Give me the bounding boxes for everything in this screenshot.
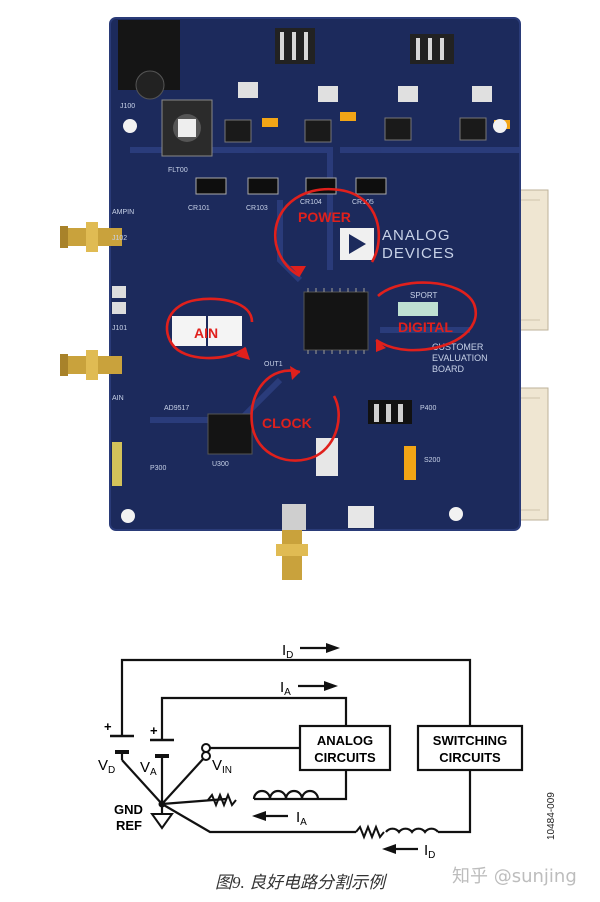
id-wire-outer <box>120 658 472 736</box>
label-gnd: GND <box>114 802 143 817</box>
annotation-clock: CLOCK <box>262 415 312 431</box>
label-id-return: ID <box>424 842 435 861</box>
power-region-loop <box>273 187 381 278</box>
ia-wire-top <box>160 696 348 740</box>
annotation-digital: DIGITAL <box>398 319 453 335</box>
label-ref: REF <box>116 818 142 833</box>
silk-u300: U300 <box>212 461 229 468</box>
silk-cr104: CR104 <box>300 199 322 206</box>
switching-box-line1: SWITCHING <box>433 733 507 748</box>
silk-ain: AIN <box>112 395 124 402</box>
analog-box-line1: ANALOG <box>317 733 373 748</box>
figure-code: 10484-009 <box>546 792 557 840</box>
annotation-power: POWER <box>298 209 351 225</box>
label-vd-plus: + <box>104 719 112 734</box>
grounding-schematic: ID IA IA ID + + VD VA VIN GND REF ANALOG… <box>98 642 524 861</box>
label-vin: VIN <box>212 757 232 776</box>
ad9517-ic <box>207 413 253 455</box>
digital-region-loop <box>375 281 477 352</box>
silk-p300: P300 <box>150 465 166 472</box>
silk-cr101: CR101 <box>188 205 210 212</box>
label-va: VA <box>140 759 157 778</box>
silk-eval-line3: BOARD <box>432 364 465 374</box>
silk-p400: P400 <box>420 405 436 412</box>
label-ia-top: IA <box>280 679 291 698</box>
silk-flt: FLT00 <box>168 167 188 174</box>
switching-box-line2: CIRCUITS <box>439 750 501 765</box>
silk-eval-line1: CUSTOMER <box>432 342 484 352</box>
label-ia-return: IA <box>296 809 307 828</box>
analog-circuits-box <box>298 724 392 772</box>
annotation-ain: AIN <box>194 325 218 341</box>
main-ic <box>303 291 369 351</box>
sma-connector-bottom <box>276 530 308 580</box>
analog-return-resistor <box>207 792 237 808</box>
silk-j101: J101 <box>112 325 127 332</box>
analog-return-inductor <box>252 789 320 800</box>
watermark: 知乎 @sunjing <box>452 866 577 887</box>
ground-ref-symbol <box>150 813 174 830</box>
evaluation-board-photo: ANALOG DEVICES CUSTOMER EVALUATION BOARD… <box>60 17 549 580</box>
silk-s200: S200 <box>424 457 440 464</box>
star-ground-node <box>158 800 166 808</box>
label-vd: VD <box>98 757 115 776</box>
sma-connector-ampin <box>60 222 122 252</box>
analog-box-line2: CIRCUITS <box>314 750 376 765</box>
label-va-plus: + <box>150 723 158 738</box>
ain-region-loop <box>165 297 254 360</box>
silk-ad9517: AD9517 <box>164 405 189 412</box>
vin-ground-terminal <box>201 751 211 761</box>
silk-j100: J100 <box>120 103 135 110</box>
silk-ampin: AMPIN <box>112 209 134 216</box>
silk-out1: OUT1 <box>264 361 283 368</box>
silk-sport: SPORT <box>410 291 438 300</box>
silk-brand-line1: ANALOG <box>382 227 451 244</box>
sma-connector-ain <box>60 350 122 380</box>
label-id-top: ID <box>282 642 293 661</box>
pcb-board <box>110 18 520 530</box>
silk-j102: J102 <box>112 235 127 242</box>
silk-cr103: CR103 <box>246 205 268 212</box>
switching-return-resistor <box>355 824 385 840</box>
switching-circuits-box <box>416 724 524 772</box>
figure-caption: 图9. 良好电路分割示例 <box>215 873 385 892</box>
silk-cr105: CR105 <box>352 199 374 206</box>
silk-brand-line2: DEVICES <box>382 245 455 262</box>
vin-terminal <box>201 743 211 753</box>
clock-region-loop <box>250 369 340 462</box>
switching-return-inductor <box>385 827 439 834</box>
silk-eval-line2: EVALUATION <box>432 353 488 363</box>
